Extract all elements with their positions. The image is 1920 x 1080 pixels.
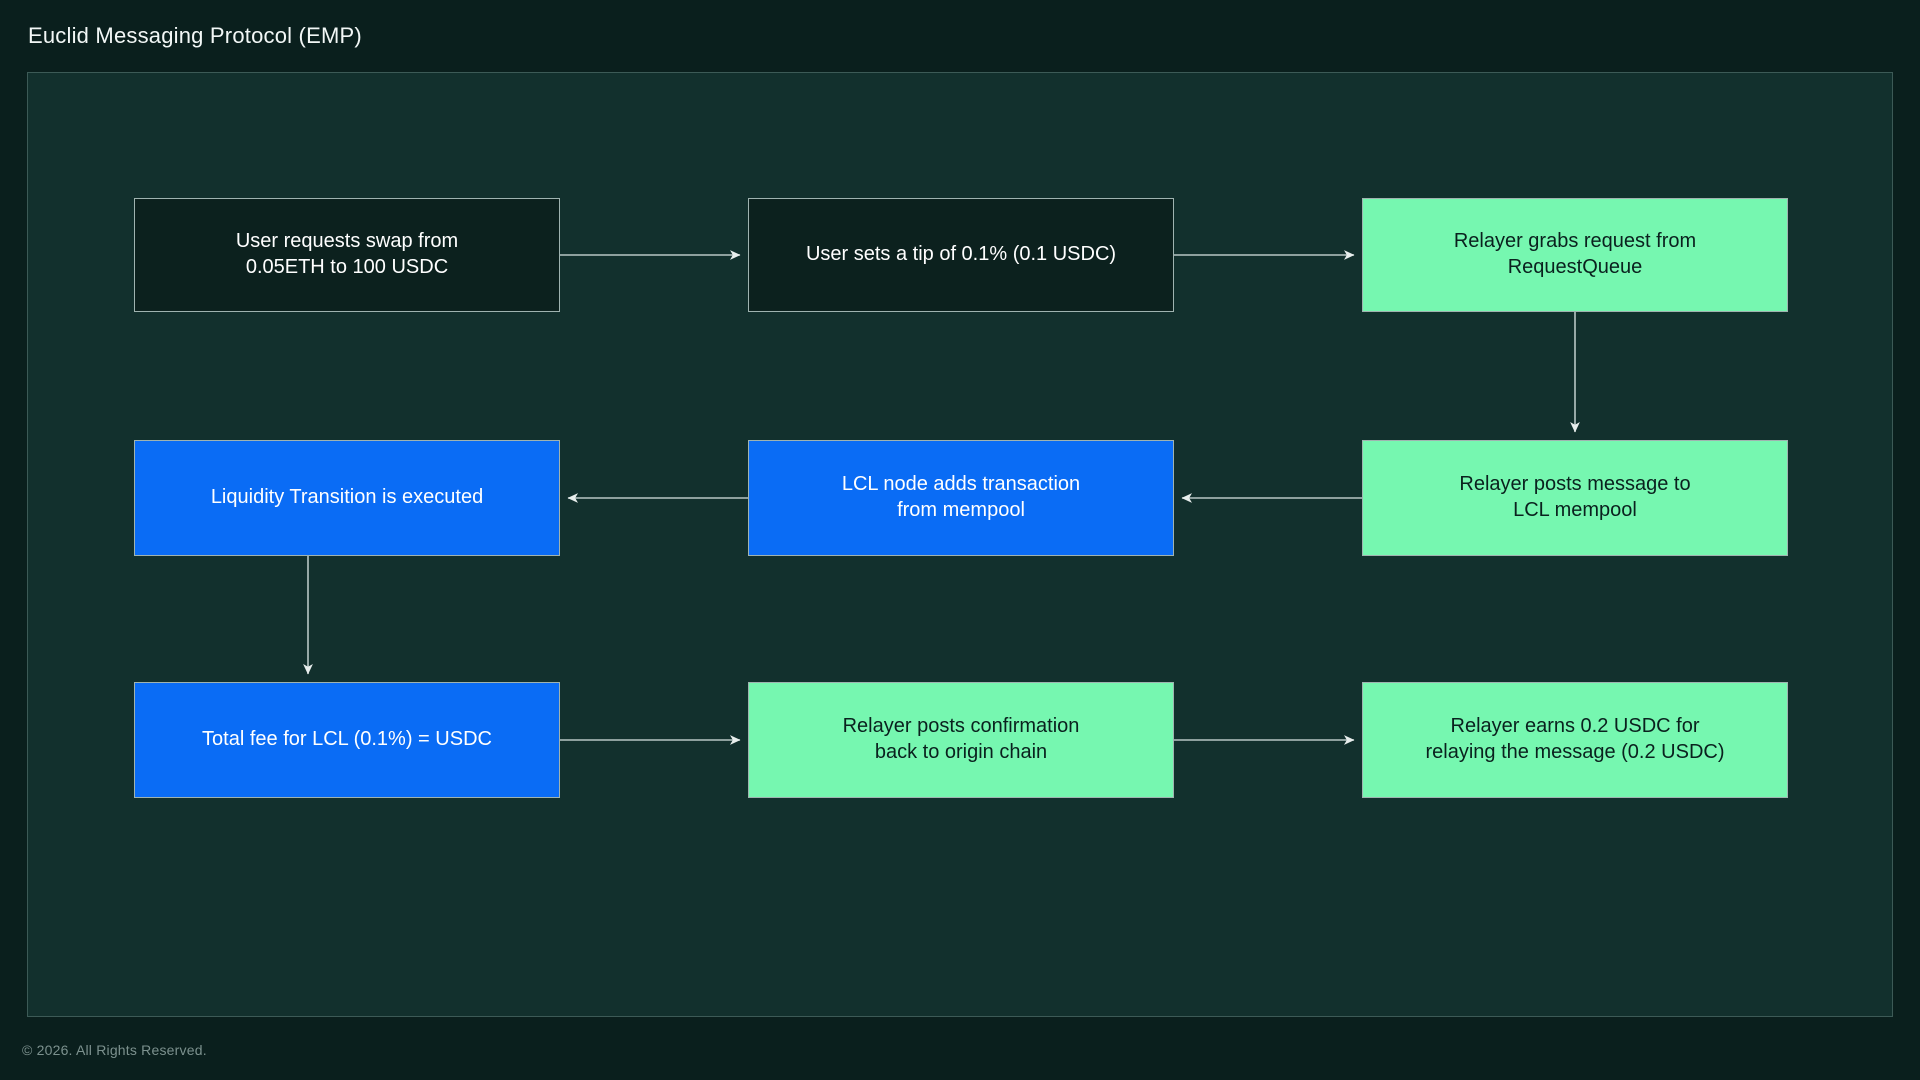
flow-node-user-sets-tip[interactable]: User sets a tip of 0.1% (0.1 USDC) <box>748 198 1174 312</box>
flow-node-relayer-grabs-request[interactable]: Relayer grabs request from RequestQueue <box>1362 198 1788 312</box>
flow-node-user-requests-swap[interactable]: User requests swap from 0.05ETH to 100 U… <box>134 198 560 312</box>
flow-node-relayer-earns-usdc[interactable]: Relayer earns 0.2 USDC for relaying the … <box>1362 682 1788 798</box>
page-title: Euclid Messaging Protocol (EMP) <box>28 23 362 48</box>
diagram-panel: User requests swap from 0.05ETH to 100 U… <box>27 72 1893 1017</box>
flow-node-relayer-posts-confirmation[interactable]: Relayer posts confirmation back to origi… <box>748 682 1174 798</box>
flow-node-total-fee-lcl[interactable]: Total fee for LCL (0.1%) = USDC <box>134 682 560 798</box>
flow-canvas: User requests swap from 0.05ETH to 100 U… <box>28 73 1894 1018</box>
footer-copyright: © 2026. All Rights Reserved. <box>22 1042 207 1058</box>
flow-node-lcl-node-adds-transaction[interactable]: LCL node adds transaction from mempool <box>748 440 1174 556</box>
flow-node-liquidity-transition-executed[interactable]: Liquidity Transition is executed <box>134 440 560 556</box>
flow-node-relayer-posts-message[interactable]: Relayer posts message to LCL mempool <box>1362 440 1788 556</box>
